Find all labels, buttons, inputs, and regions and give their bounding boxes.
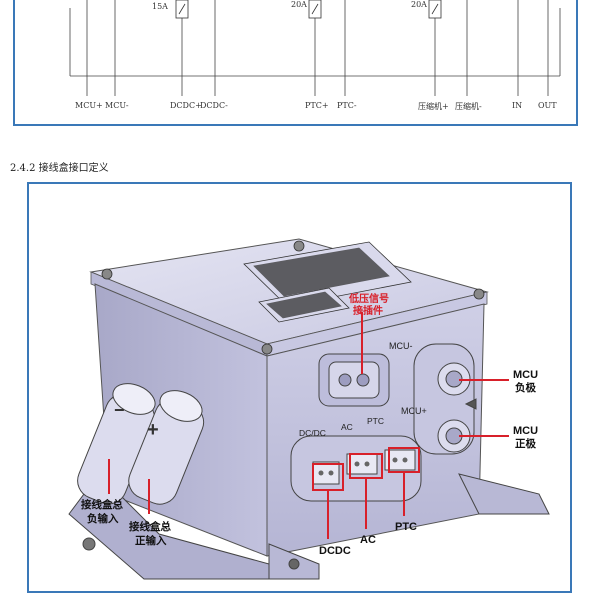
fuse-symbol-2: [308, 0, 322, 19]
callout-total-negative-line1: 接线盒总: [81, 498, 123, 511]
terminal-label-ptc-minus: PTC-: [337, 101, 357, 110]
housing-label-mcu-minus: MCU-: [389, 341, 413, 351]
housing-label-dcdc: DC/DC: [299, 428, 326, 438]
callout-signal-connector-line2: 接插件: [353, 304, 383, 317]
lid-label-plate: [243, 241, 412, 323]
fuse-symbol-3: [428, 0, 442, 19]
terminal-label-in: IN: [512, 101, 523, 110]
callout-mcu-negative-line2: 负极: [515, 381, 536, 394]
terminal-label-out: OUT: [538, 101, 557, 110]
callout-total-positive-line1: 接线盒总: [129, 520, 171, 533]
terminal-label-compressor-minus: 压缩机-: [455, 102, 482, 111]
fuse-symbol-1: [175, 0, 189, 19]
callout-mcu-positive-line2: 正极: [515, 437, 536, 450]
terminal-label-mcu-plus: MCU+: [75, 101, 103, 110]
main-input-terminals: [68, 383, 536, 580]
junction-box-figure: MCU- MCU+ DC/DC AC PTC − + 低压信号 接插件 MCU …: [27, 182, 572, 593]
callout-total-negative-line2: 负输入: [87, 512, 119, 525]
housing-label-ptc: PTC: [367, 416, 384, 426]
section-heading: 2.4.2 接线盒接口定义: [10, 163, 109, 174]
schematic-drawing: [69, 0, 561, 96]
plus-symbol: +: [147, 419, 159, 441]
fuse-rating-1: 15A: [152, 2, 168, 11]
callout-total-positive-line2: 正输入: [135, 534, 167, 547]
fuse-rating-3: 20A: [411, 0, 427, 9]
signal-connector: [318, 353, 390, 407]
terminal-label-dcdc-minus: DCDC-: [200, 101, 228, 110]
callout-signal-connector-line1: 低压信号: [348, 292, 389, 305]
wiring-schematic: 15A 20A 20A MCU+ MCU- DCDC+ DCDC- PTC+ P…: [13, 0, 578, 126]
callout-lines: [108, 312, 509, 539]
fuse-rating-2: 20A: [291, 0, 307, 9]
terminal-label-ptc-plus: PTC+: [305, 101, 329, 110]
callout-dcdc: DCDC: [319, 545, 351, 557]
callout-mcu-negative-line1: MCU: [513, 369, 538, 381]
housing-label-ac: AC: [341, 422, 353, 432]
callout-ac: AC: [360, 534, 376, 546]
dcdc-ac-ptc-connector: [290, 435, 422, 502]
callout-ptc: PTC: [395, 521, 417, 533]
callout-mcu-positive-line1: MCU: [513, 425, 538, 437]
minus-symbol: −: [114, 400, 125, 420]
housing-label-mcu-plus: MCU+: [401, 406, 427, 416]
mcu-connector-housing: [413, 343, 477, 455]
junction-box-illustration: MCU- MCU+ DC/DC AC PTC − + 低压信号 接插件 MCU …: [68, 238, 550, 580]
terminal-label-compressor-plus: 压缩机+: [418, 102, 449, 111]
terminal-label-mcu-minus: MCU-: [105, 101, 129, 110]
terminal-label-dcdc-plus: DCDC+: [170, 101, 202, 110]
